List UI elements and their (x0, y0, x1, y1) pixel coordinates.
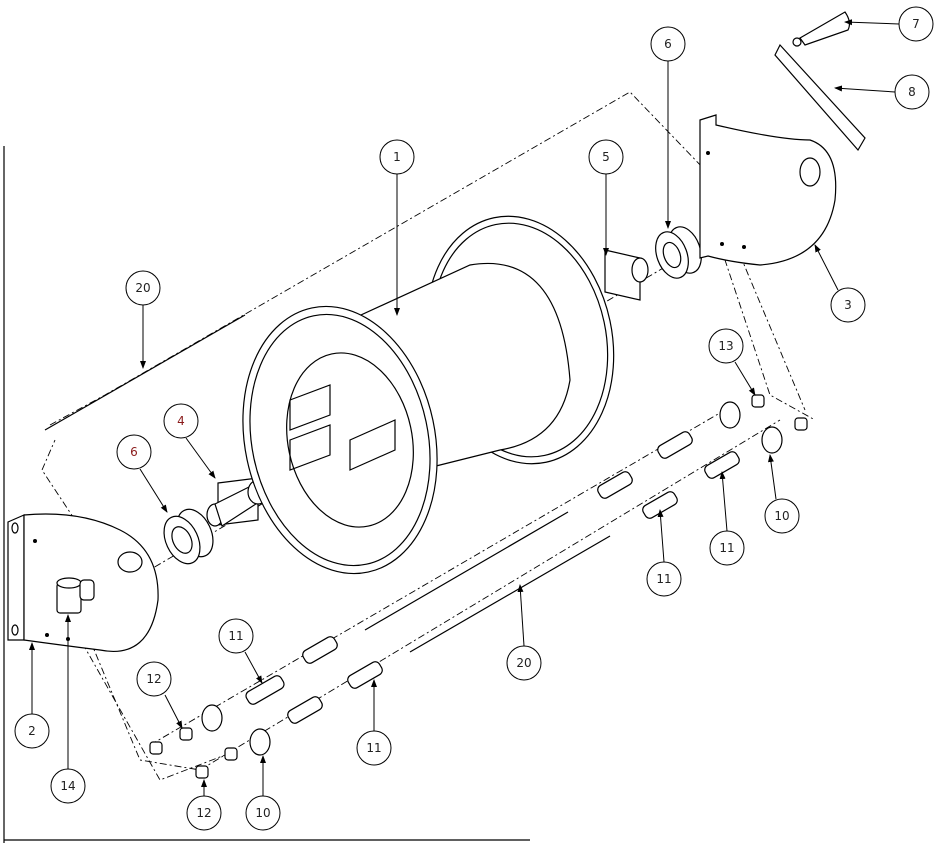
balloon-6-left: 6 (116, 434, 152, 470)
svg-text:20: 20 (516, 656, 531, 670)
balloon-11-mid: 11 (646, 561, 682, 597)
balloon-8: 8 (894, 74, 930, 110)
crank-handle (774, 11, 866, 152)
svg-text:10: 10 (255, 806, 270, 820)
leader-lines (29, 19, 900, 796)
hub-right (604, 249, 649, 301)
svg-text:11: 11 (366, 741, 381, 755)
svg-text:11: 11 (228, 629, 243, 643)
svg-text:3: 3 (844, 298, 852, 312)
balloon-11-bottom: 11 (356, 730, 392, 766)
svg-text:4: 4 (177, 414, 185, 428)
svg-text:20: 20 (135, 281, 150, 295)
svg-text:6: 6 (130, 445, 138, 459)
balloon-14: 14 (50, 768, 86, 804)
balloon-12-top: 12 (136, 661, 172, 697)
balloon-12-bottom: 12 (186, 795, 222, 831)
balloon-7: 7 (898, 6, 934, 42)
balloon-5: 5 (588, 139, 624, 175)
svg-text:11: 11 (656, 572, 671, 586)
right-bracket (699, 114, 837, 266)
balloon-10-right: 10 (764, 498, 800, 534)
balloon-3: 3 (830, 287, 866, 323)
swivel-fitting (56, 577, 95, 614)
svg-text:12: 12 (196, 806, 211, 820)
svg-text:8: 8 (908, 85, 916, 99)
svg-text:1: 1 (393, 150, 401, 164)
svg-text:14: 14 (60, 779, 75, 793)
svg-text:11: 11 (719, 541, 734, 555)
svg-text:12: 12 (146, 672, 161, 686)
svg-text:5: 5 (602, 150, 610, 164)
balloon-2: 2 (14, 713, 50, 749)
svg-text:6: 6 (664, 37, 672, 51)
balloon-13: 13 (708, 328, 744, 364)
balloon-20-mid: 20 (506, 645, 542, 681)
drawing-border (3, 146, 530, 843)
balloon-4: 4 (163, 403, 199, 439)
balloon-1: 1 (379, 139, 415, 175)
bearing-left (163, 508, 214, 565)
balloon-10-bottom: 10 (245, 795, 281, 831)
svg-text:10: 10 (774, 509, 789, 523)
spacers (149, 394, 808, 779)
balloon-11-left: 11 (218, 618, 254, 654)
bearing-right (655, 226, 702, 279)
balloon-20-top: 20 (125, 270, 161, 306)
svg-text:2: 2 (28, 724, 36, 738)
tie-rods (44, 314, 611, 653)
balloon-6-right: 6 (650, 26, 686, 62)
svg-text:13: 13 (718, 339, 733, 353)
balloon-11-right: 11 (709, 530, 745, 566)
svg-text:7: 7 (912, 17, 920, 31)
drum (242, 215, 615, 575)
